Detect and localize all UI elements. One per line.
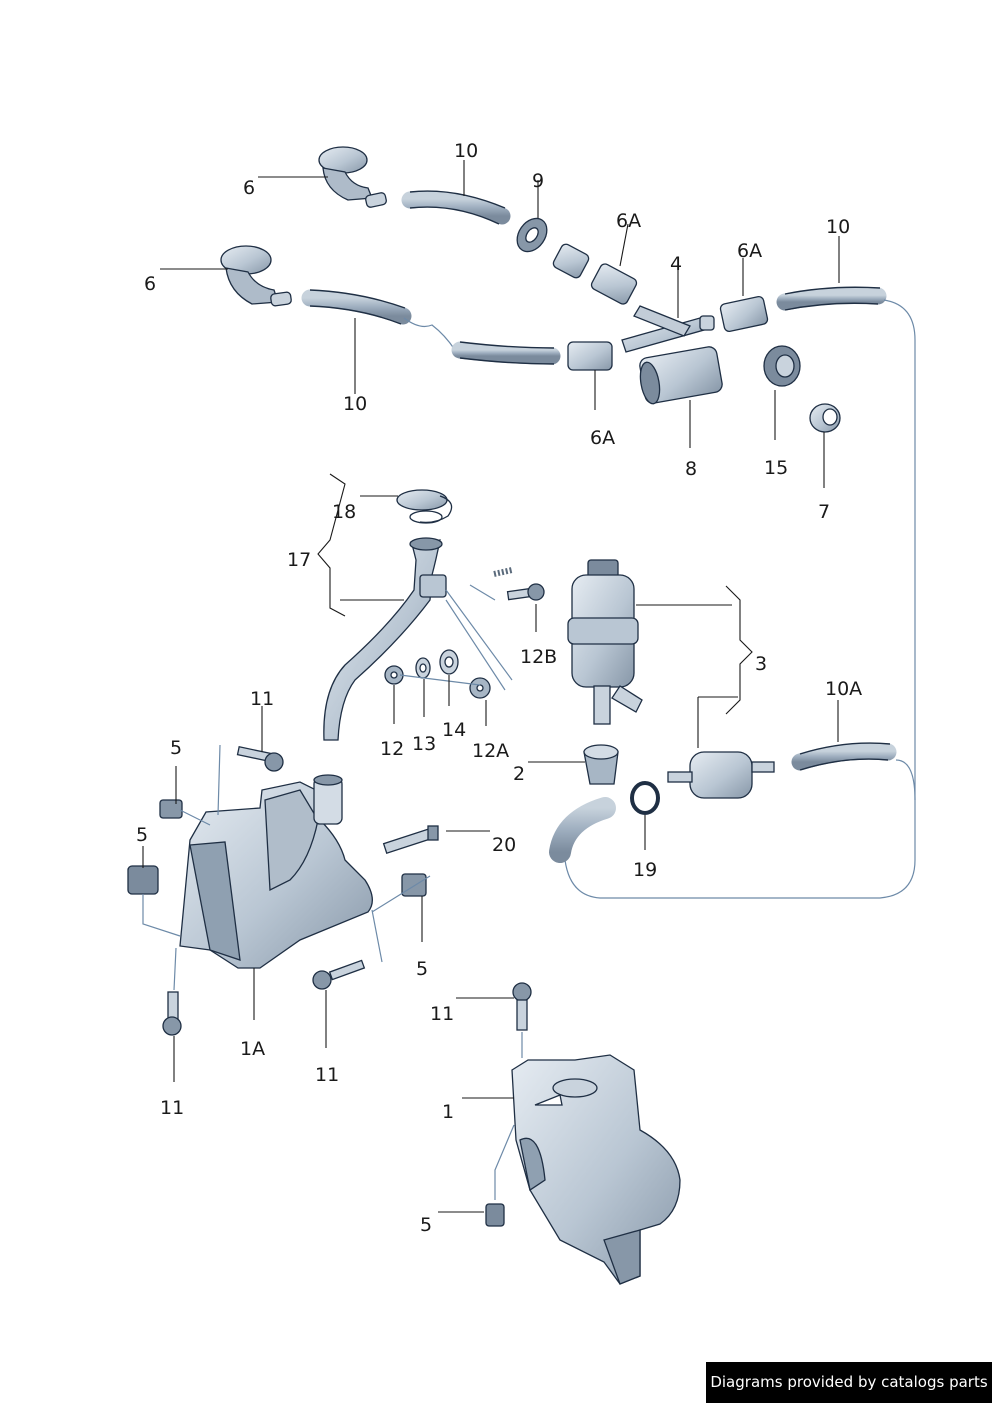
nozzle-6-top — [318, 146, 387, 208]
label-15: 15 — [764, 457, 788, 479]
label-13: 13 — [412, 733, 436, 755]
label-10-mid: 10 — [343, 393, 367, 415]
label-9: 9 — [532, 170, 544, 192]
label-2: 2 — [513, 763, 525, 785]
label-10a: 10A — [825, 678, 862, 700]
t-piece-4 — [621, 305, 715, 353]
sleeve-8 — [639, 346, 723, 405]
label-6-top: 6 — [243, 177, 255, 199]
label-11-a: 11 — [250, 688, 274, 710]
clip-19 — [630, 781, 660, 815]
screw-11-b — [312, 959, 366, 990]
label-8: 8 — [685, 458, 697, 480]
label-6a-bottom: 6A — [590, 427, 615, 449]
hose-10-right — [776, 286, 887, 311]
connector-6a-a — [552, 243, 590, 279]
connector-6a-d — [719, 296, 769, 332]
label-12b: 12B — [520, 646, 557, 668]
filler-neck-17 — [323, 537, 447, 741]
label-11-b: 11 — [315, 1064, 339, 1086]
label-6-mid: 6 — [144, 273, 156, 295]
label-1: 1 — [442, 1101, 454, 1123]
label-4: 4 — [670, 253, 682, 275]
label-18: 18 — [332, 501, 356, 523]
leader-lines — [142, 160, 840, 1213]
hose-10a — [791, 742, 897, 771]
label-17: 17 — [287, 549, 311, 571]
label-10-top: 10 — [454, 140, 478, 162]
label-19: 19 — [633, 859, 657, 881]
reservoir-1a — [179, 774, 373, 969]
label-5-c: 5 — [416, 958, 428, 980]
nut-12 — [384, 665, 404, 685]
label-5-b: 5 — [136, 824, 148, 846]
seal-2 — [583, 744, 619, 785]
pump-3 — [567, 559, 643, 725]
nozzle-6-mid — [220, 245, 292, 307]
washer-14 — [439, 649, 459, 675]
washer-13 — [415, 657, 431, 679]
label-12a: 12A — [472, 740, 509, 762]
label-6a-top: 6A — [616, 210, 641, 232]
label-10-right: 10 — [826, 216, 850, 238]
nut-12a — [469, 677, 491, 699]
label-5-d: 5 — [420, 1214, 432, 1236]
cap-18 — [396, 489, 453, 524]
elbow-hose — [549, 797, 616, 863]
connector-6a-c — [567, 341, 613, 371]
label-6a-right: 6A — [737, 240, 762, 262]
clip-5-d — [485, 1203, 505, 1227]
reservoir-1 — [511, 1054, 681, 1285]
connector-6a-b — [590, 263, 638, 305]
bush-7 — [809, 403, 841, 433]
grommet-9 — [516, 217, 548, 253]
screw-11-a — [236, 745, 284, 772]
routing-line — [564, 299, 916, 899]
label-12: 12 — [380, 738, 404, 760]
label-7: 7 — [818, 501, 830, 523]
label-11-c: 11 — [160, 1097, 184, 1119]
hose-10-mid — [301, 289, 412, 325]
label-5-a: 5 — [170, 737, 182, 759]
label-14: 14 — [442, 719, 466, 741]
clip-5-a — [159, 799, 183, 819]
clip-5-b — [127, 865, 159, 895]
hose-10-top — [401, 190, 511, 225]
filter — [667, 751, 775, 799]
sensor-20 — [382, 825, 439, 854]
clip-5-c — [401, 873, 427, 897]
callout-labels: 6 10 9 6A 4 6A 10 6 10 6A 8 15 7 18 17 1… — [136, 140, 862, 1236]
screw-12b — [493, 567, 545, 601]
screw-11-c — [162, 991, 182, 1036]
label-1a: 1A — [240, 1038, 265, 1060]
label-11-d: 11 — [430, 1003, 454, 1025]
grommet-15 — [763, 345, 801, 387]
credit-banner: Diagrams provided by catalogs parts — [706, 1362, 992, 1403]
screw-11-d — [512, 982, 532, 1031]
label-3: 3 — [755, 653, 767, 675]
label-20: 20 — [492, 834, 516, 856]
